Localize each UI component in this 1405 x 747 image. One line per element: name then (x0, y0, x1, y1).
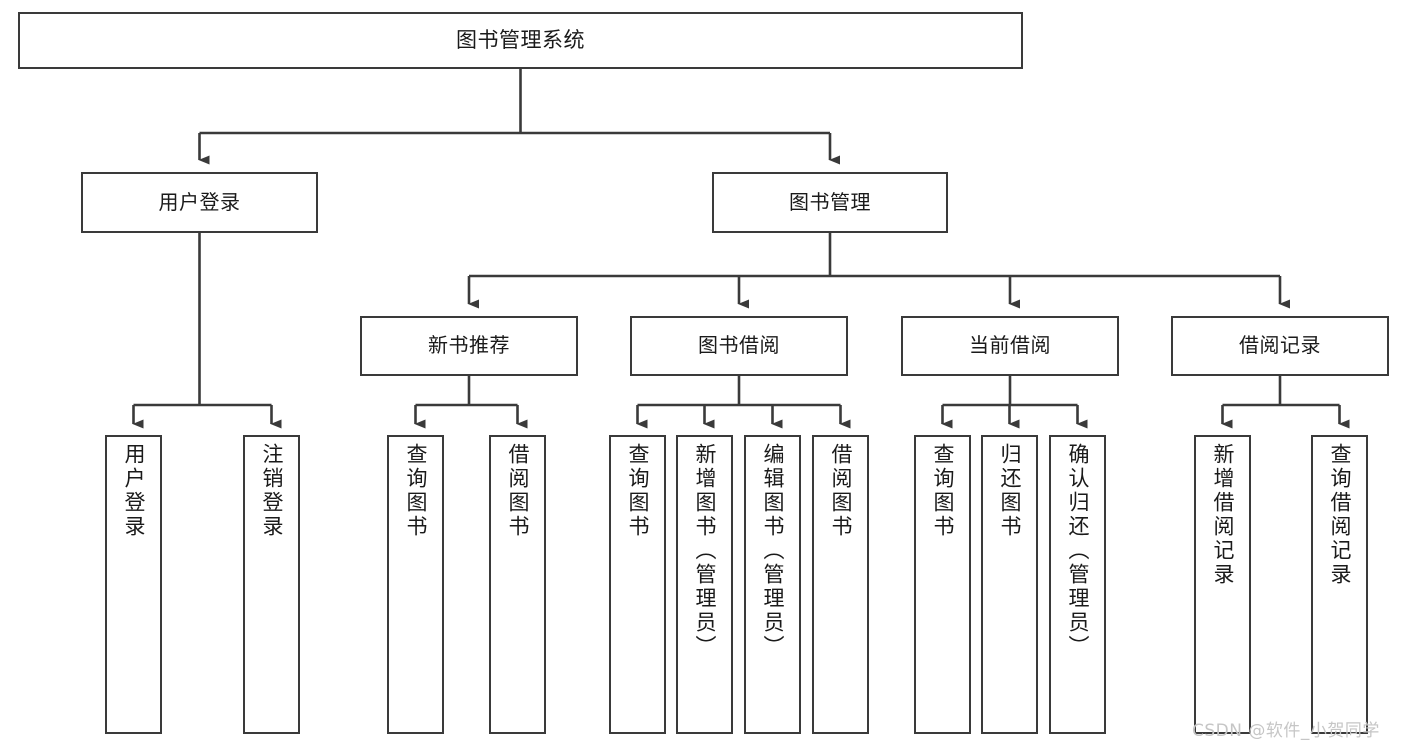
node-label: 用户登录 (122, 443, 146, 539)
node-label: 借阅图书 (829, 443, 853, 539)
leaf-add-borrow-record[interactable]: 新增借阅记录 (1194, 435, 1251, 734)
node-label: 图书管理 (789, 189, 871, 214)
node-user-login[interactable]: 用户登录 (81, 172, 318, 233)
node-label: 查询借阅记录 (1328, 443, 1352, 587)
leaf-user-login[interactable]: 用户登录 (105, 435, 162, 734)
node-label: 图书借阅 (698, 333, 780, 358)
leaf-query-borrow-record[interactable]: 查询借阅记录 (1311, 435, 1368, 734)
node-label: 新书推荐 (428, 333, 510, 358)
node-label: 查询图书 (404, 443, 428, 539)
node-label: 借阅图书 (506, 443, 530, 539)
leaf-logout[interactable]: 注销登录 (243, 435, 300, 734)
node-label: 注销登录 (260, 443, 284, 539)
node-book-borrow[interactable]: 图书借阅 (630, 316, 848, 376)
node-label: 查询图书 (626, 443, 650, 539)
node-label: 确认归还（管理员） (1066, 443, 1090, 659)
node-label: 图书管理系统 (456, 28, 585, 53)
leaf-query-book-newbook[interactable]: 查询图书 (387, 435, 444, 734)
leaf-borrow-book-newbook[interactable]: 借阅图书 (489, 435, 546, 734)
node-label: 编辑图书（管理员） (761, 443, 785, 659)
node-label: 新增图书（管理员） (693, 443, 717, 659)
node-current-borrow[interactable]: 当前借阅 (901, 316, 1119, 376)
leaf-return-book[interactable]: 归还图书 (981, 435, 1038, 734)
leaf-query-book-borrow[interactable]: 查询图书 (609, 435, 666, 734)
leaf-confirm-return-admin[interactable]: 确认归还（管理员） (1049, 435, 1106, 734)
node-root-system[interactable]: 图书管理系统 (18, 12, 1023, 69)
node-borrow-record[interactable]: 借阅记录 (1171, 316, 1389, 376)
node-label: 用户登录 (158, 189, 241, 214)
watermark-text: CSDN @软件_小贺同学 (1192, 721, 1380, 741)
node-new-book-recommend[interactable]: 新书推荐 (360, 316, 578, 376)
node-label: 当前借阅 (969, 333, 1051, 358)
node-label: 归还图书 (998, 443, 1022, 539)
leaf-query-book-current[interactable]: 查询图书 (914, 435, 971, 734)
node-label: 新增借阅记录 (1211, 443, 1235, 587)
leaf-add-book-admin[interactable]: 新增图书（管理员） (676, 435, 733, 734)
leaf-borrow-book[interactable]: 借阅图书 (812, 435, 869, 734)
node-book-management[interactable]: 图书管理 (712, 172, 948, 233)
node-label: 查询图书 (931, 443, 955, 539)
node-label: 借阅记录 (1239, 333, 1321, 358)
leaf-edit-book-admin[interactable]: 编辑图书（管理员） (744, 435, 801, 734)
